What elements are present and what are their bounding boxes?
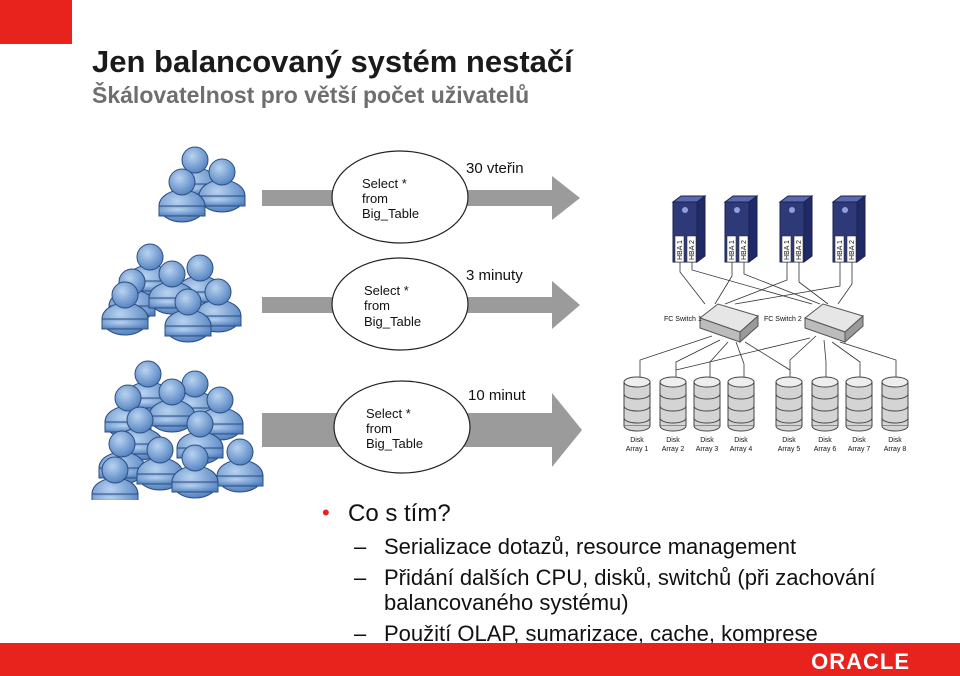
- footer-bar: [0, 643, 960, 676]
- bullet-dot-icon: •: [322, 500, 330, 525]
- query-bubble-1: Select * from Big_Table: [331, 150, 469, 244]
- disk-label-3: Disk: [700, 437, 714, 444]
- fc-switch-1-label: FC Switch 1: [664, 316, 702, 323]
- sub-bullet-1: – Serializace dotazů, resource managemen…: [322, 534, 942, 559]
- query-bubble-2: Select * from Big_Table: [331, 257, 469, 351]
- query-2-line3: Big_Table: [364, 314, 421, 329]
- sub-bullet-3-text: Použití OLAP, sumarizace, cache, kompres…: [384, 621, 818, 646]
- array-label-2: Array 2: [662, 446, 685, 453]
- array-label-1: Array 1: [626, 446, 649, 453]
- query-bubble-3: Select * from Big_Table: [333, 380, 471, 474]
- array-label-4: Array 4: [730, 446, 753, 453]
- disk-array-labels: Disk Array 1 Disk Array 2 Disk Array 3 D…: [626, 437, 907, 453]
- hba-2-s4: HBA 2: [849, 240, 856, 260]
- array-label-5: Array 5: [778, 446, 801, 453]
- disk-label-2: Disk: [666, 437, 680, 444]
- disk-label-7: Disk: [852, 437, 866, 444]
- fc-cabling-lower: [639, 335, 897, 378]
- fc-switch-2-label: FC Switch 2: [764, 316, 802, 323]
- corner-accent: [0, 0, 72, 44]
- array-label-7: Array 7: [848, 446, 871, 453]
- scalability-diagram: Select * from Big_Table Select * from Bi…: [91, 146, 909, 500]
- oracle-logo: ORACLE: [811, 649, 910, 674]
- hba-1-s3: HBA 1: [784, 240, 791, 260]
- disk-label-6: Disk: [818, 437, 832, 444]
- query-1-line2: from: [362, 191, 388, 206]
- time-label-3: 10 minut: [468, 387, 526, 404]
- query-3-line3: Big_Table: [366, 436, 423, 451]
- page-subtitle: Škálovatelnost pro větší počet uživatelů: [92, 82, 530, 108]
- bullet-main: • Co s tím?: [322, 500, 942, 528]
- array-label-8: Array 8: [884, 446, 907, 453]
- disk-label-1: Disk: [630, 437, 644, 444]
- query-3-line2: from: [366, 421, 392, 436]
- query-3-line1: Select *: [366, 406, 411, 421]
- time-label-1: 30 vteřin: [466, 160, 524, 177]
- fc-switch-1: FC Switch 1: [664, 303, 760, 344]
- query-1-line3: Big_Table: [362, 206, 419, 221]
- disk-label-5: Disk: [782, 437, 796, 444]
- array-label-3: Array 3: [696, 446, 719, 453]
- hba-2-s3: HBA 2: [796, 240, 803, 260]
- sub-bullet-1-text: Serializace dotazů, resource management: [384, 534, 797, 559]
- user-group-small: [158, 146, 246, 223]
- sub-bullet-3: – Použití OLAP, sumarizace, cache, kompr…: [322, 621, 942, 646]
- query-1-line1: Select *: [362, 176, 407, 191]
- disk-arrays: [623, 376, 909, 432]
- hba-1-s2: HBA 1: [729, 240, 736, 260]
- sub-bullet-2: – Přidání dalších CPU, disků, switchů (p…: [322, 565, 942, 615]
- dash-icon: –: [354, 621, 367, 646]
- user-group-large: [91, 360, 264, 500]
- disk-label-8: Disk: [888, 437, 902, 444]
- dash-icon: –: [354, 534, 367, 559]
- dash-icon: –: [354, 565, 367, 590]
- hba-2-s2: HBA 2: [741, 240, 748, 260]
- sub-bullet-2-text: Přidání dalších CPU, disků, switchů (při…: [384, 565, 876, 615]
- bullet-main-text: Co s tím?: [348, 500, 451, 527]
- bullet-list: • Co s tím? – Serializace dotazů, resour…: [322, 500, 942, 646]
- hba-2-s1: HBA 2: [689, 240, 696, 260]
- fc-cabling-upper: [679, 262, 853, 305]
- hba-1-s4: HBA 1: [837, 240, 844, 260]
- hba-labels: HBA 1 HBA 2 HBA 1 HBA 2 HBA 1 HBA 2 HBA …: [674, 235, 857, 263]
- disk-label-4: Disk: [734, 437, 748, 444]
- page-title: Jen balancovaný systém nestačí: [92, 44, 573, 79]
- array-label-6: Array 6: [814, 446, 837, 453]
- query-2-line2: from: [364, 298, 390, 313]
- time-label-2: 3 minuty: [466, 267, 523, 284]
- hba-1-s1: HBA 1: [677, 240, 684, 260]
- fc-switch-2: FC Switch 2: [764, 303, 865, 344]
- query-2-line1: Select *: [364, 283, 409, 298]
- user-group-medium: [101, 243, 242, 343]
